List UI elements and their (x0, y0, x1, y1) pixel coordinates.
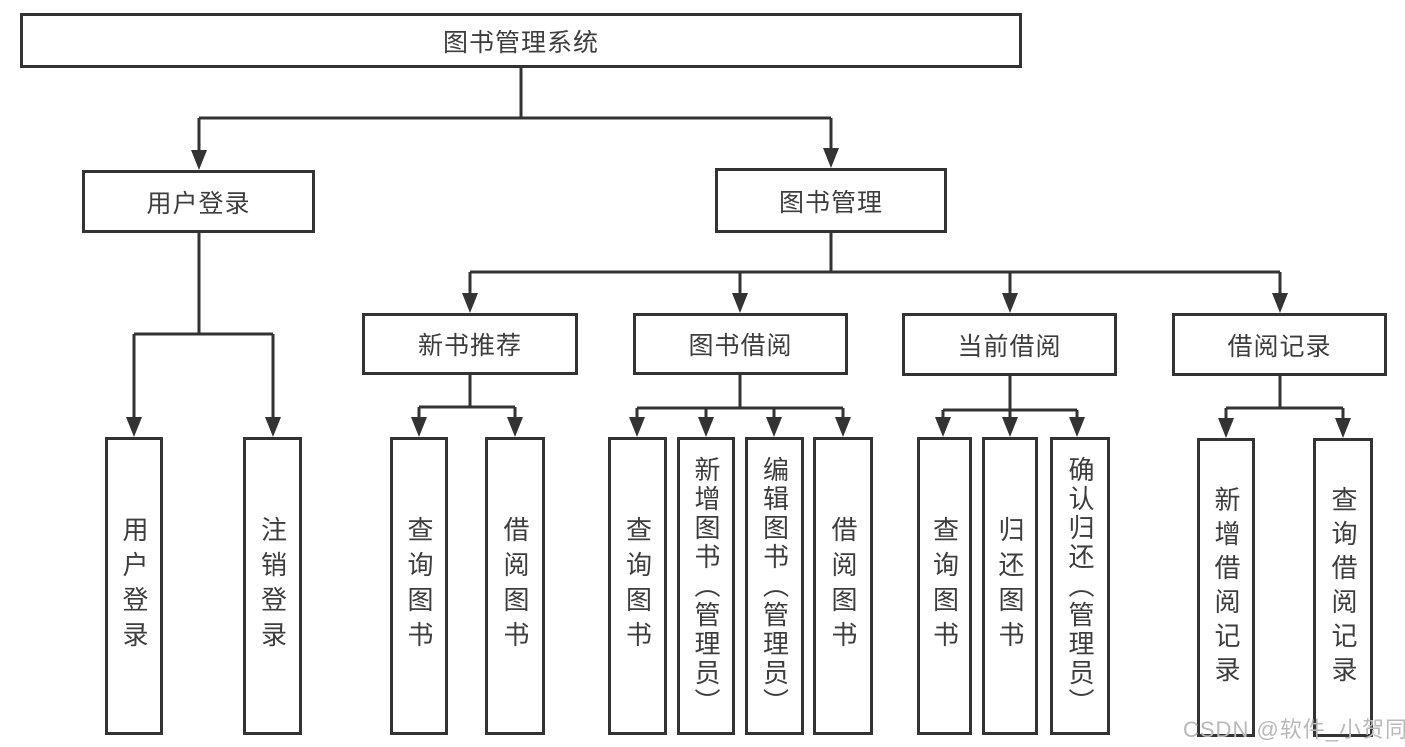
leaf-edit-books-admin: 编辑图书（管理员） (745, 437, 804, 735)
node-new-book-recommendation: 新书推荐 (362, 313, 578, 375)
leaf-query-books-current: 查询图书 (917, 437, 972, 735)
leaf-query-books-recommend: 查询图书 (390, 437, 448, 735)
connector-records-drops (1224, 408, 1345, 430)
connector-login-drops (132, 334, 275, 429)
leaf-borrow-books-recommend: 借阅图书 (485, 437, 545, 735)
leaf-query-borrow-record: 查询借阅记录 (1313, 438, 1373, 737)
connector-mgmt-drops (468, 272, 1282, 305)
connector-borrow-drops (635, 408, 845, 429)
leaf-confirm-return-admin: 确认归还（管理员） (1050, 437, 1110, 735)
leaf-add-books-admin: 新增图书（管理员） (677, 437, 735, 735)
node-book-borrowing: 图书借阅 (633, 313, 848, 375)
node-borrowing-records: 借阅记录 (1172, 313, 1387, 376)
leaf-borrow-books: 借阅图书 (813, 437, 873, 735)
node-book-management: 图书管理 (715, 168, 947, 233)
node-current-borrowing: 当前借阅 (902, 313, 1117, 376)
csdn-watermark: CSDN @软件_小贺同学 (1183, 717, 1405, 742)
leaf-logout: 注销登录 (243, 437, 302, 735)
node-user-login: 用户登录 (82, 170, 315, 233)
leaf-user-login: 用户登录 (105, 437, 163, 735)
connector-rec-drops (417, 407, 517, 429)
leaf-return-books: 归还图书 (982, 437, 1038, 735)
node-library-management-system: 图书管理系统 (20, 13, 1022, 68)
arrowheads (126, 148, 1351, 438)
leaf-add-borrow-record: 新增借阅记录 (1197, 438, 1255, 737)
leaf-query-books-borrow: 查询图书 (608, 437, 667, 735)
